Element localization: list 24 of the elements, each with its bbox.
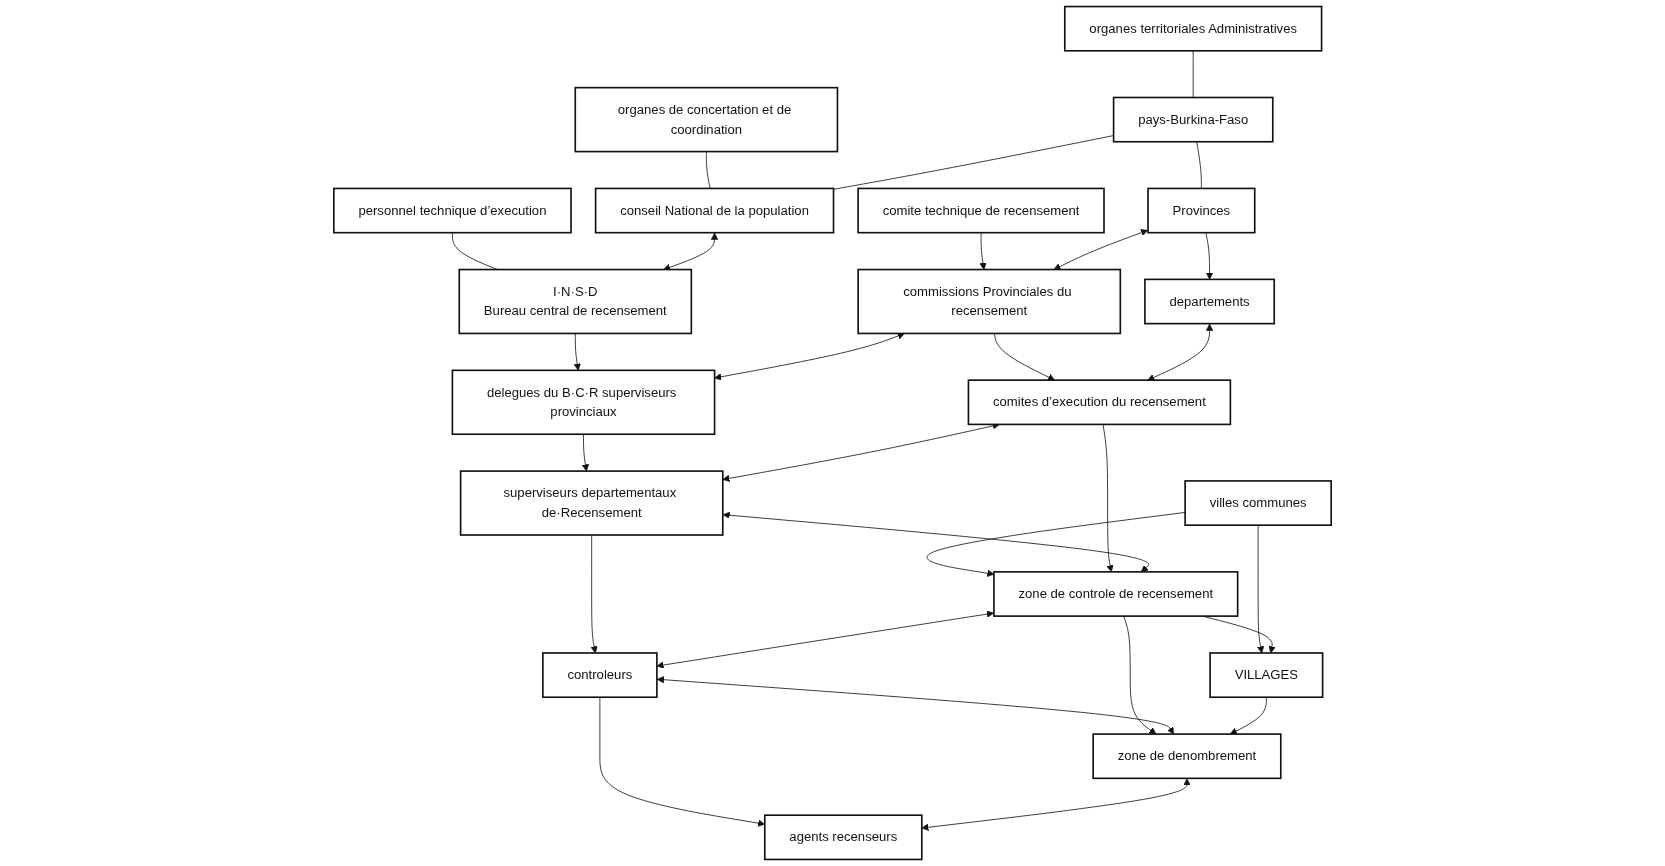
node-box: comites d’execution du recensement	[967, 379, 1232, 426]
node-box: personnel technique d’execution	[333, 187, 572, 234]
node-box: zone de denombrement	[1092, 733, 1282, 780]
node-box: VILLAGES	[1209, 652, 1324, 699]
node-box: delegues du B·C·R superviseurs provinciaux	[451, 369, 716, 436]
node-box: controleurs	[542, 652, 658, 699]
node-box: villes communes	[1184, 480, 1332, 526]
node-box: comite technique de recensement	[857, 187, 1105, 234]
node-box: commissions Provinciales du recensement	[857, 268, 1122, 335]
connector	[1192, 50, 1194, 98]
connector	[705, 151, 711, 189]
node-box: conseil National de la population	[594, 187, 835, 234]
node-box: organes de concertation et de coordination	[574, 86, 839, 153]
connector	[833, 135, 1114, 190]
node-box: superviseurs departementaux de·Recensement	[459, 470, 724, 536]
node-box: departements	[1144, 278, 1276, 325]
node-box: zone de controle de recensement	[993, 571, 1239, 617]
node-box: Provinces	[1147, 187, 1256, 234]
node-box: agents recenseurs	[763, 814, 923, 861]
connector	[1196, 141, 1202, 189]
connector	[452, 232, 498, 270]
node-box: I·N·S·D Bureau central de recensement	[458, 268, 693, 335]
node-box: organes territoriales Administratives	[1063, 5, 1323, 52]
node-box: pays-Burkina-Faso	[1112, 96, 1274, 143]
